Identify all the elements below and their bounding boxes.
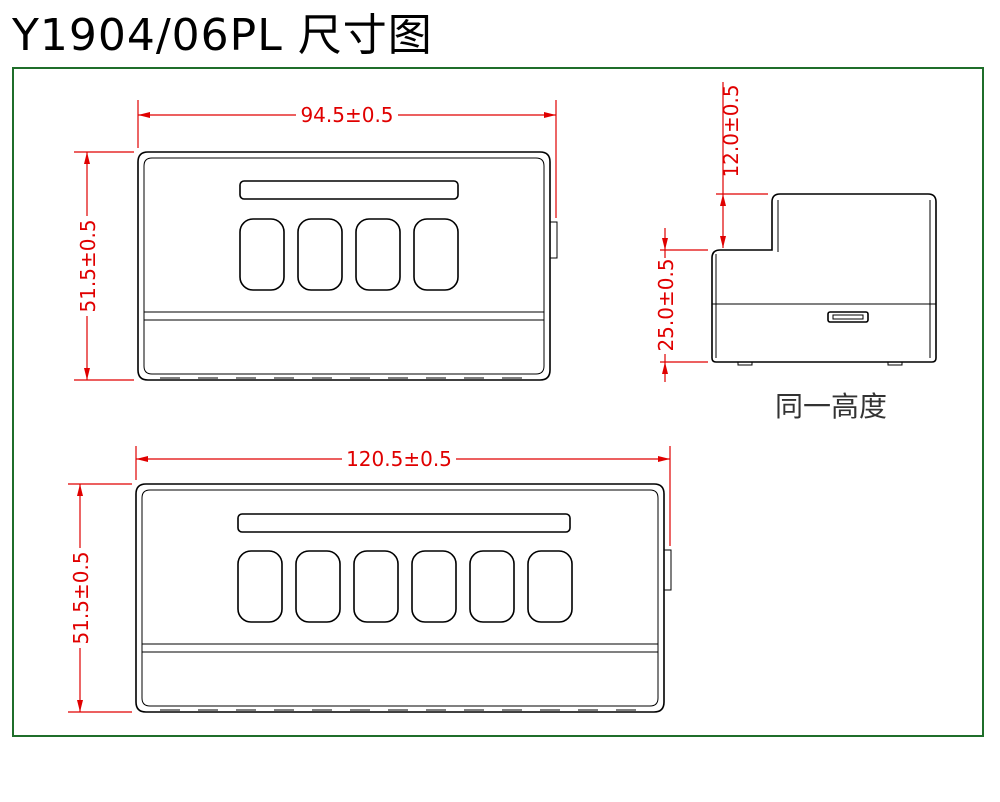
key-button: [297, 218, 343, 291]
step-dimension-label: 12.0±0.5: [719, 84, 743, 177]
key-button: [237, 550, 283, 623]
key-button: [355, 218, 401, 291]
button-row: [239, 218, 459, 291]
page-title: Y1904/06PL 尺寸图: [12, 10, 433, 61]
key-button: [239, 218, 285, 291]
width-dimension-label: 120.5±0.5: [346, 447, 452, 471]
height-dimension-label: 51.5±0.5: [76, 219, 100, 312]
same-height-note: 同一高度: [775, 390, 887, 423]
side-view: 12.0±0.5 25.0±0.5 同一高度: [654, 82, 937, 423]
key-button: [295, 550, 341, 623]
key-button: [469, 550, 515, 623]
key-button: [413, 218, 459, 291]
key-button: [353, 550, 399, 623]
front-view-4-buttons: 94.5±0.5 51.5±0.5: [74, 100, 558, 381]
key-button: [411, 550, 457, 623]
key-button: [527, 550, 573, 623]
button-row: [237, 550, 573, 623]
height-dimension-label: 51.5±0.5: [69, 551, 93, 644]
front-view-6-buttons: 120.5±0.5 51.5±0.5: [67, 446, 672, 713]
side-height-dimension-label: 25.0±0.5: [654, 258, 678, 351]
drawing-frame: [12, 67, 984, 737]
width-dimension-label: 94.5±0.5: [300, 103, 393, 127]
